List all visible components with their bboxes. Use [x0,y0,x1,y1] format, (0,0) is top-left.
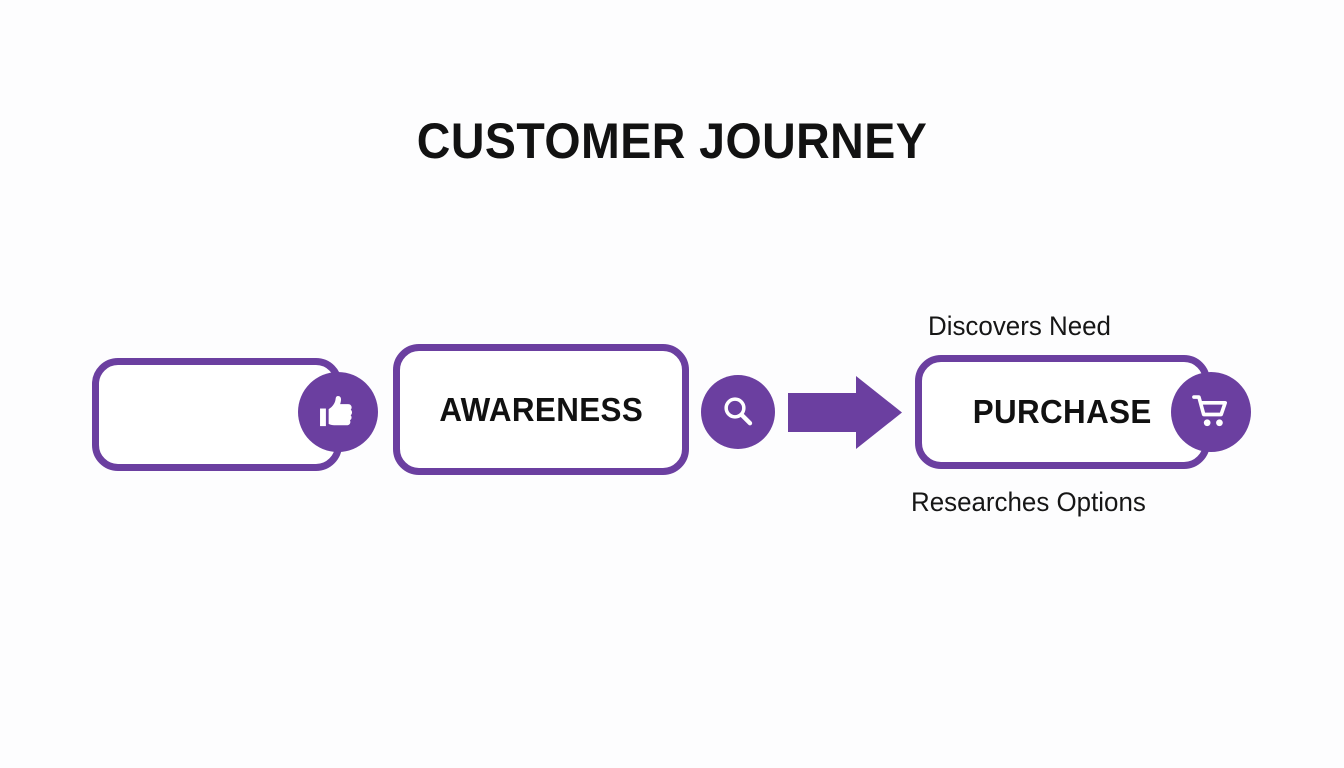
search-icon[interactable] [701,375,775,449]
thumbs-up-icon[interactable] [298,372,378,452]
stage-card-3[interactable]: PURCHASE [915,355,1210,469]
stage-card-2[interactable]: AWARENESS [393,344,689,475]
page-title: CUSTOMER JOURNEY [416,113,928,169]
annotation-discovers-need: Discovers Need [928,311,1111,341]
stage-card-2-label: AWARENESS [439,390,643,428]
right-arrow-icon [788,376,902,449]
annotation-researches-options: Researches Options [911,487,1146,517]
shopping-cart-icon[interactable] [1171,372,1251,452]
stage-card-3-label: PURCHASE [973,393,1152,430]
